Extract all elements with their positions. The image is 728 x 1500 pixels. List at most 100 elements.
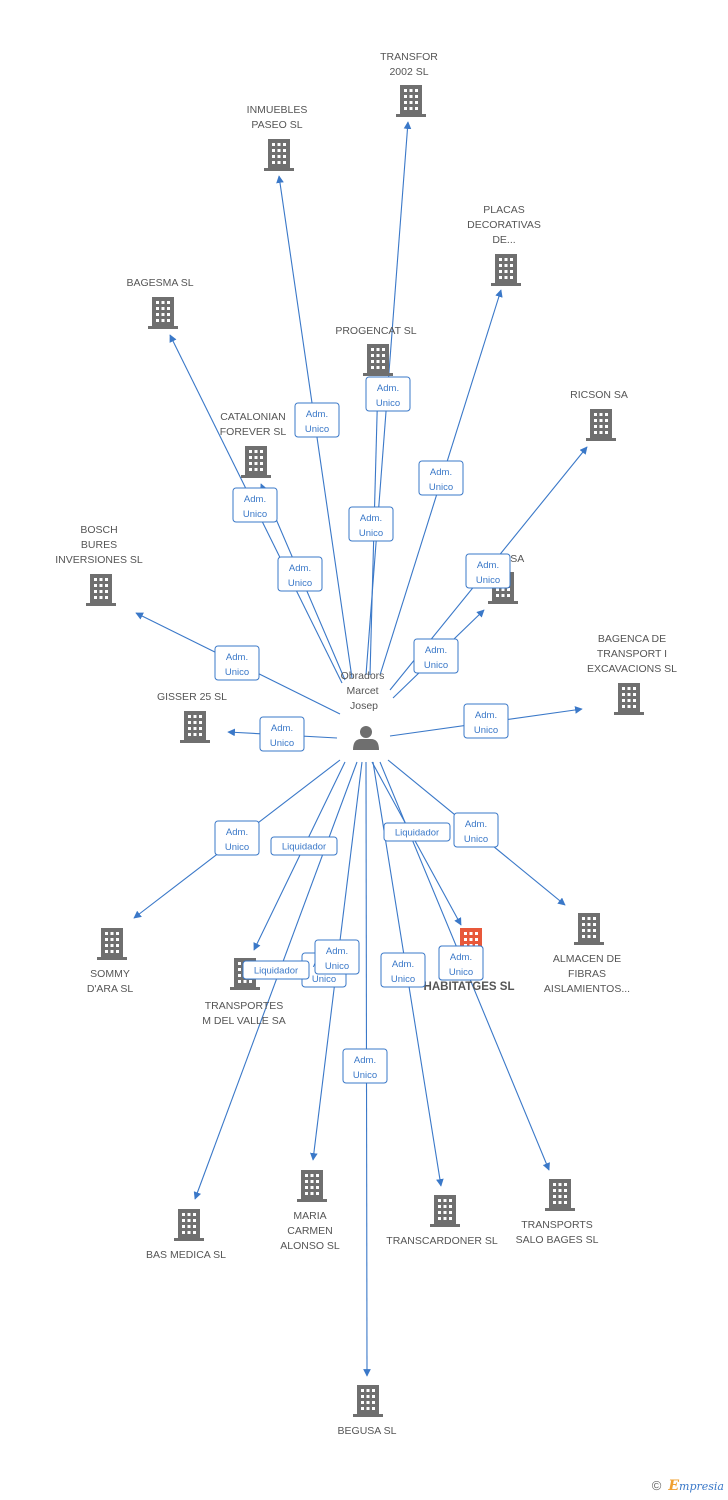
role-label: Adm. (377, 383, 399, 394)
role-label: Unico (325, 961, 349, 972)
role-badge-valle_sa[interactable]: Adm. Unico (413, 638, 459, 674)
role-badge-almacen[interactable]: Adm.Unico (453, 812, 499, 848)
role-label: Adm. (226, 827, 248, 838)
role-badge-transportes[interactable]: Liquidador (270, 836, 338, 856)
role-label: Unico (225, 842, 249, 853)
building-icon (180, 711, 210, 743)
building-icon (148, 297, 178, 329)
building-icon (264, 139, 294, 171)
role-badge-bosch[interactable]: Adm.Unico (214, 645, 260, 681)
building-icon (574, 913, 604, 945)
role-badge-transfor[interactable]: Adm.Unico (365, 376, 411, 412)
empresia-logo: Empresia (668, 1478, 724, 1494)
company-node-begusa[interactable]: BEGUSA SL (338, 1385, 397, 1437)
role-label: Unico (449, 967, 473, 978)
role-badge-maria[interactable]: Adm. Unico (314, 939, 360, 975)
role-label: Adm. (326, 946, 348, 957)
role-badge-catalonian[interactable]: Adm.Unico (277, 556, 323, 592)
company-node-ricson[interactable]: RICSON SA (570, 389, 628, 441)
building-icon (174, 1209, 204, 1241)
role-badge-habitatges[interactable]: Liquidador (383, 822, 451, 842)
person-icon (353, 726, 379, 750)
role-badge-inmuebles[interactable]: Adm.Unico (294, 402, 340, 438)
building-icon (86, 574, 116, 606)
role-label: Unico (474, 725, 498, 736)
company-node-progencat[interactable]: PROGENCAT SL (335, 325, 417, 376)
role-label: Unico (312, 974, 336, 985)
company-name: TRANSCARDONER SL (386, 1235, 498, 1247)
building-icon (363, 344, 393, 376)
building-icon (396, 85, 426, 117)
company-node-bagesma[interactable]: BAGESMA SL (126, 277, 194, 329)
edge-habitatges (371, 761, 462, 926)
building-icon (614, 683, 644, 715)
role-label: Adm. (354, 1055, 376, 1066)
building-icon (97, 928, 127, 960)
role-label: Unico (243, 509, 267, 520)
role-badge-liquidador_2[interactable]: Liquidador (242, 960, 310, 980)
company-name: BAS MEDICA SL (146, 1249, 226, 1261)
edge-transportes (253, 761, 346, 951)
building-icon (491, 254, 521, 286)
company-name: RICSON SA (570, 389, 628, 401)
role-label: Unico (225, 667, 249, 678)
role-label: Liquidador (395, 828, 439, 839)
role-label: Adm. (244, 494, 266, 505)
role-label: Unico (424, 660, 448, 671)
company-name: BAGESMA SL (126, 277, 193, 289)
building-icon (430, 1195, 460, 1227)
role-badge-sommy[interactable]: Adm. Unico (214, 820, 260, 856)
role-badge-transcard[interactable]: Adm.Unico (380, 952, 426, 988)
company-node-gisser[interactable]: GISSER 25 SL (157, 691, 227, 743)
role-label: Adm. (425, 645, 447, 656)
company-name: BEGUSA SL (338, 1425, 397, 1437)
role-label: Adm. (289, 563, 311, 574)
company-name: GISSER 25 SL (157, 691, 227, 703)
role-badge-begusa[interactable]: Adm. Unico (342, 1048, 388, 1084)
footer-brand: © Empresia (652, 1478, 724, 1494)
building-icon (297, 1170, 327, 1202)
role-badge-ricson[interactable]: Adm.Unico (465, 553, 511, 589)
role-badge-progencat[interactable]: Adm.Unico (348, 506, 394, 542)
role-badge-gisser[interactable]: Adm.Unico (259, 716, 305, 752)
role-label: Adm. (271, 723, 293, 734)
role-badge-bagesma[interactable]: Adm. Unico (232, 487, 278, 523)
role-label: Unico (353, 1070, 377, 1081)
role-badge-placas[interactable]: Adm.Unico (418, 460, 464, 496)
role-label: Adm. (450, 952, 472, 963)
role-label: Liquidador (254, 966, 298, 977)
center-person-node[interactable]: Obradors Marcet Josep (341, 670, 388, 750)
role-label: Adm. (360, 513, 382, 524)
role-label: Unico (429, 482, 453, 493)
company-node-transcard[interactable]: TRANSCARDONER SL (386, 1195, 498, 1247)
building-icon (545, 1179, 575, 1211)
role-label: Adm. (306, 409, 328, 420)
company-node-basmedica[interactable]: BAS MEDICA SL (146, 1209, 226, 1261)
company-name: PROGENCAT SL (335, 325, 416, 337)
role-badge-bagenca[interactable]: Adm.Unico (463, 703, 509, 739)
copyright-mark: © (651, 1478, 662, 1493)
role-badge-adm_habitatges[interactable]: Adm. Unico (438, 945, 484, 981)
